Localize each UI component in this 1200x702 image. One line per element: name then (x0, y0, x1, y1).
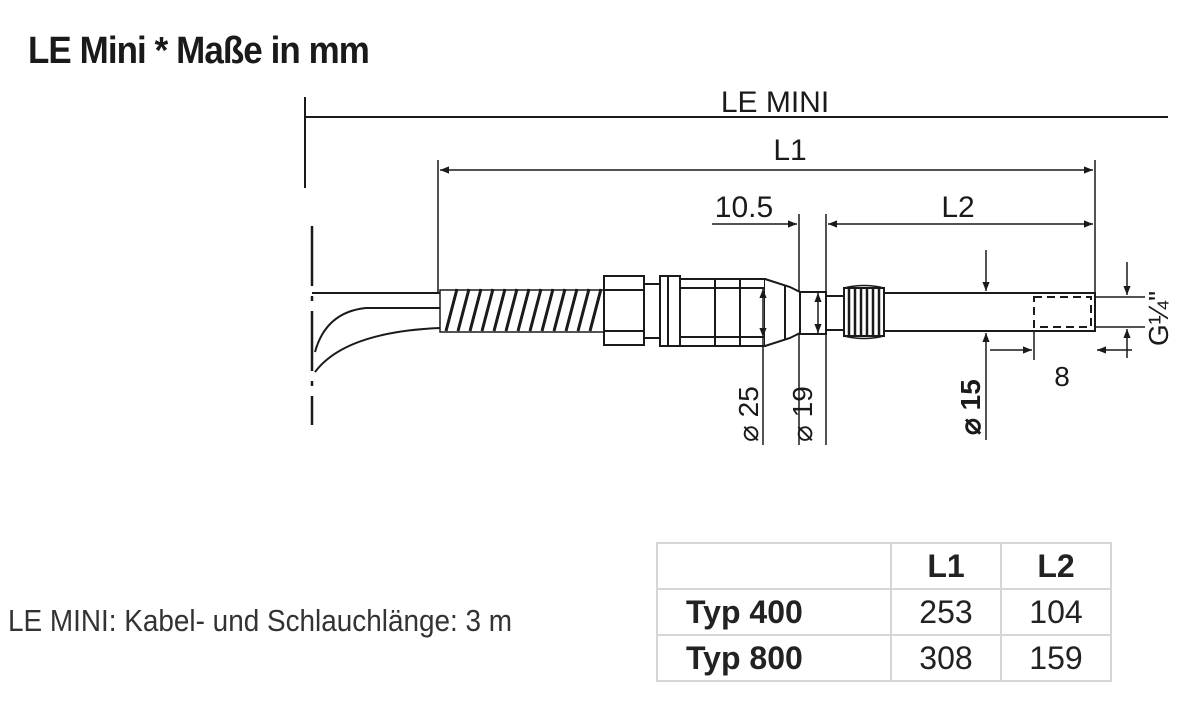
thread-section (843, 284, 885, 340)
table-cell-l2: 159 (1000, 634, 1112, 682)
table-header-empty (656, 542, 892, 590)
cable (312, 292, 441, 373)
table-header-l2: L2 (1000, 542, 1112, 590)
table-cell-l1: 253 (890, 588, 1002, 636)
diameter-19-label: ⌀ 19 (787, 386, 818, 442)
dimensions-table: L1 L2 Typ 400 253 104 Typ 800 308 159 (656, 542, 1112, 682)
sensor-tube (883, 292, 1096, 332)
table-row: Typ 800 308 159 (656, 634, 1112, 682)
cable-gland (603, 275, 681, 347)
union-nut (799, 291, 845, 335)
table-header-l1: L1 (890, 542, 1002, 590)
thread-dimension: G¼" (1095, 262, 1174, 358)
diameter-arrows: ⌀ 25 ⌀ 19 (733, 289, 822, 445)
dim-8: 8 (990, 330, 1132, 392)
strain-relief-spring (439, 288, 606, 333)
dim-10-5-label: 10.5 (715, 191, 773, 224)
table-cell-l2: 104 (1000, 588, 1112, 636)
diameter-25-label: ⌀ 25 (733, 386, 764, 442)
diameter-15-label: ⌀ 15 (955, 379, 986, 435)
table-row-type: Typ 800 (656, 634, 892, 682)
dim-8-label: 8 (1054, 361, 1070, 392)
l2-dimension-label: L2 (941, 191, 974, 224)
thread-label: G¼" (1143, 291, 1174, 346)
connector-body (679, 278, 801, 347)
page-title: LE Mini * Maße in mm (28, 30, 370, 72)
table-row: Typ 400 253 104 (656, 588, 1112, 636)
cable-length-note: LE MINI: Kabel- und Schlauchlänge: 3 m (8, 603, 513, 638)
table-row-type: Typ 400 (656, 588, 892, 636)
overall-dimension: LE MINI (304, 86, 1168, 188)
l1-dimension: L1 (437, 134, 1096, 292)
table-cell-l1: 308 (890, 634, 1002, 682)
table-header-row: L1 L2 (656, 542, 1112, 590)
diameter-15-dimension: ⌀ 15 (955, 250, 990, 440)
overall-length-label: LE MINI (721, 86, 829, 119)
l1-dimension-label: L1 (773, 134, 806, 167)
